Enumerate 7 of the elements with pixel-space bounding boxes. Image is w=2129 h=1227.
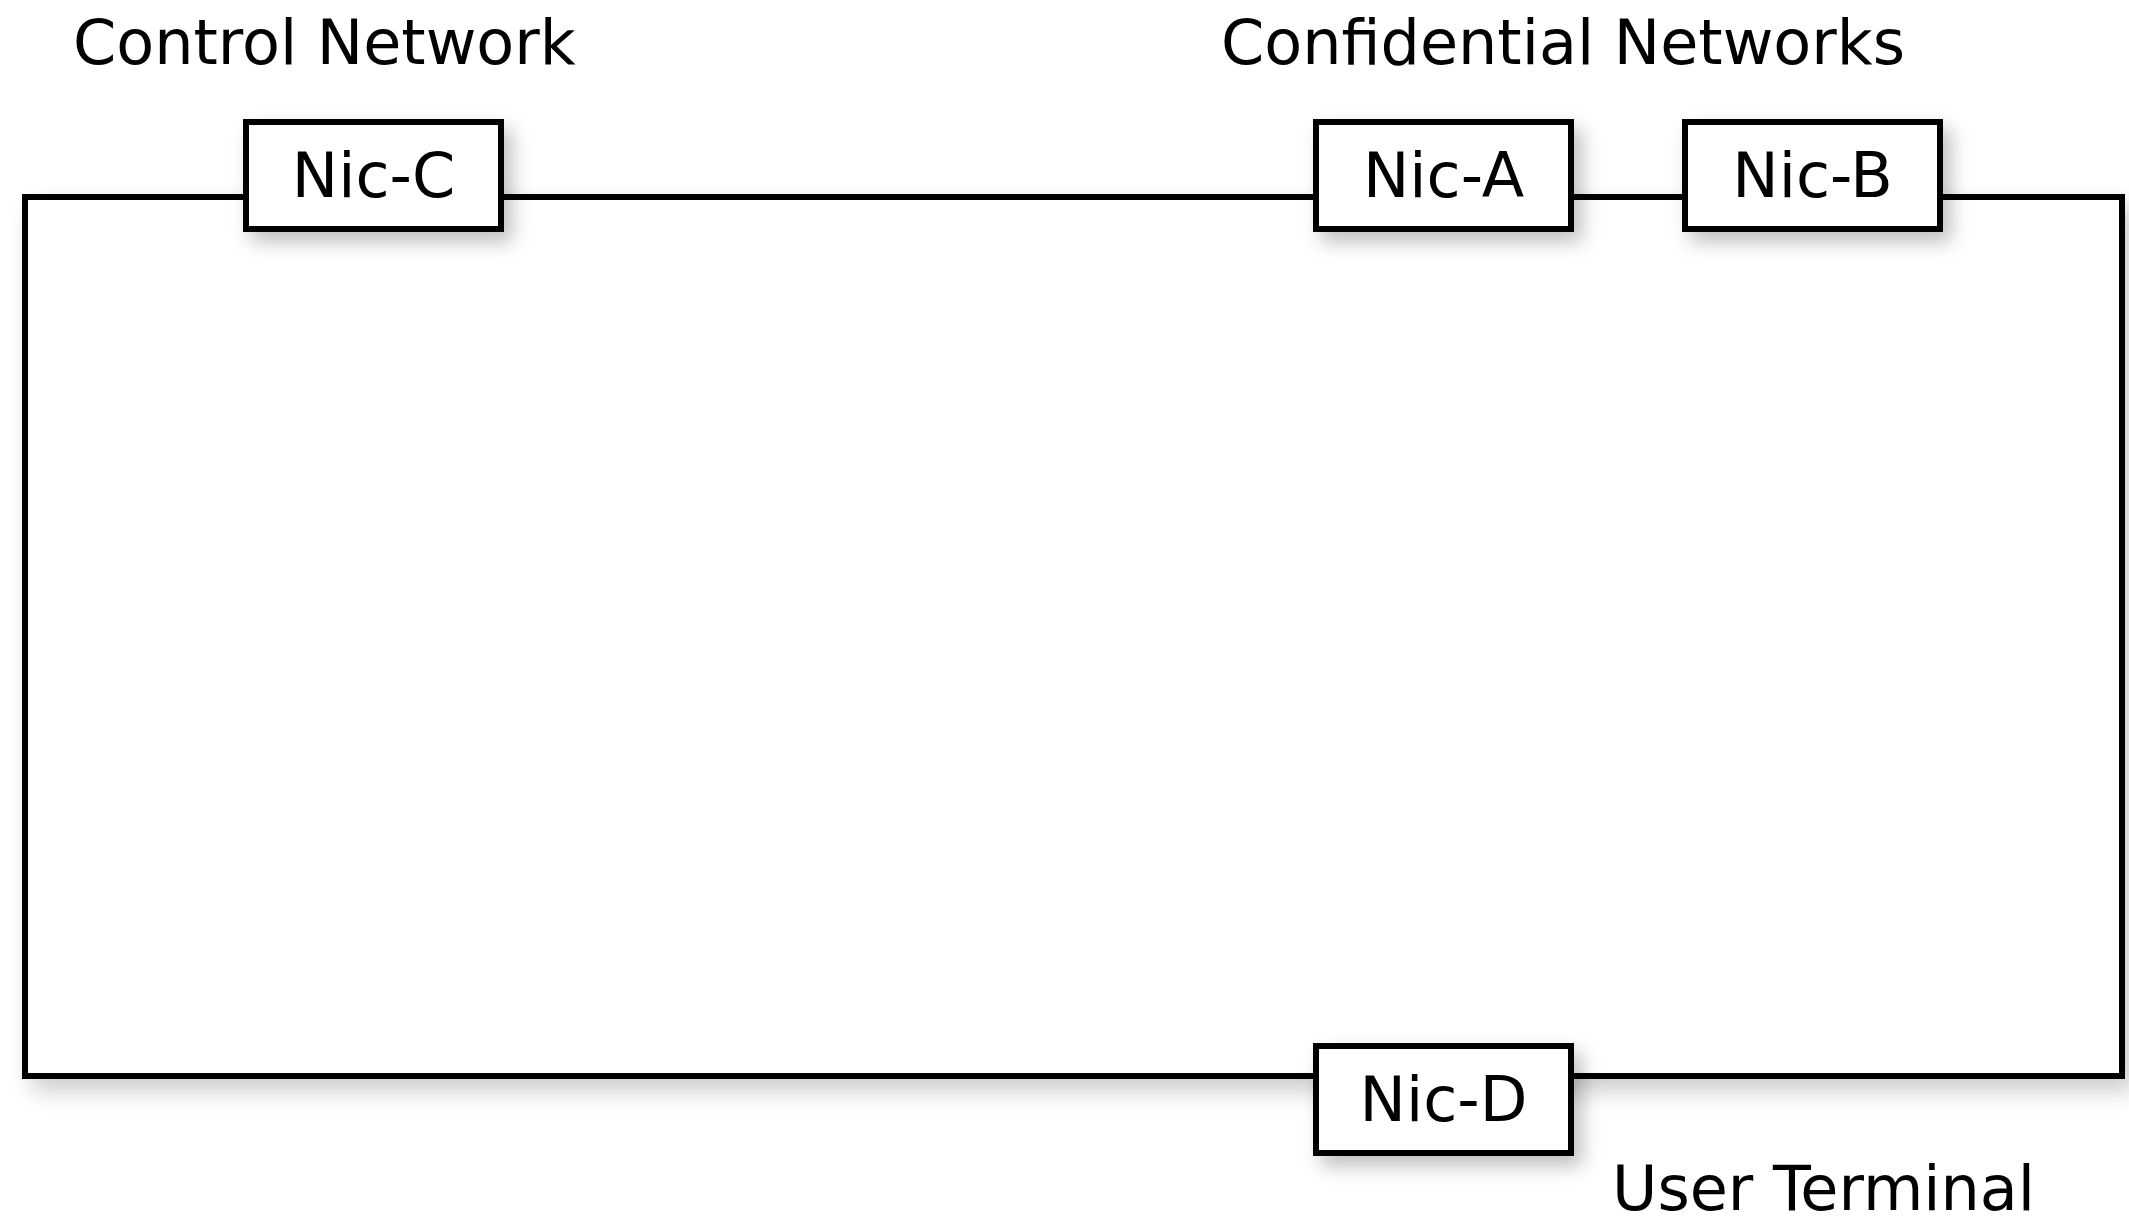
nic-box: Nic-B	[1682, 119, 1943, 232]
network-label: Control Network	[73, 12, 576, 74]
nic-box: Nic-A	[1313, 119, 1574, 232]
nic-box: Nic-C	[243, 119, 504, 232]
node-title: User Terminal	[1612, 1158, 2036, 1220]
network-label: Confidential Networks	[1221, 12, 1905, 74]
nic-box: Nic-D	[1313, 1043, 1574, 1156]
